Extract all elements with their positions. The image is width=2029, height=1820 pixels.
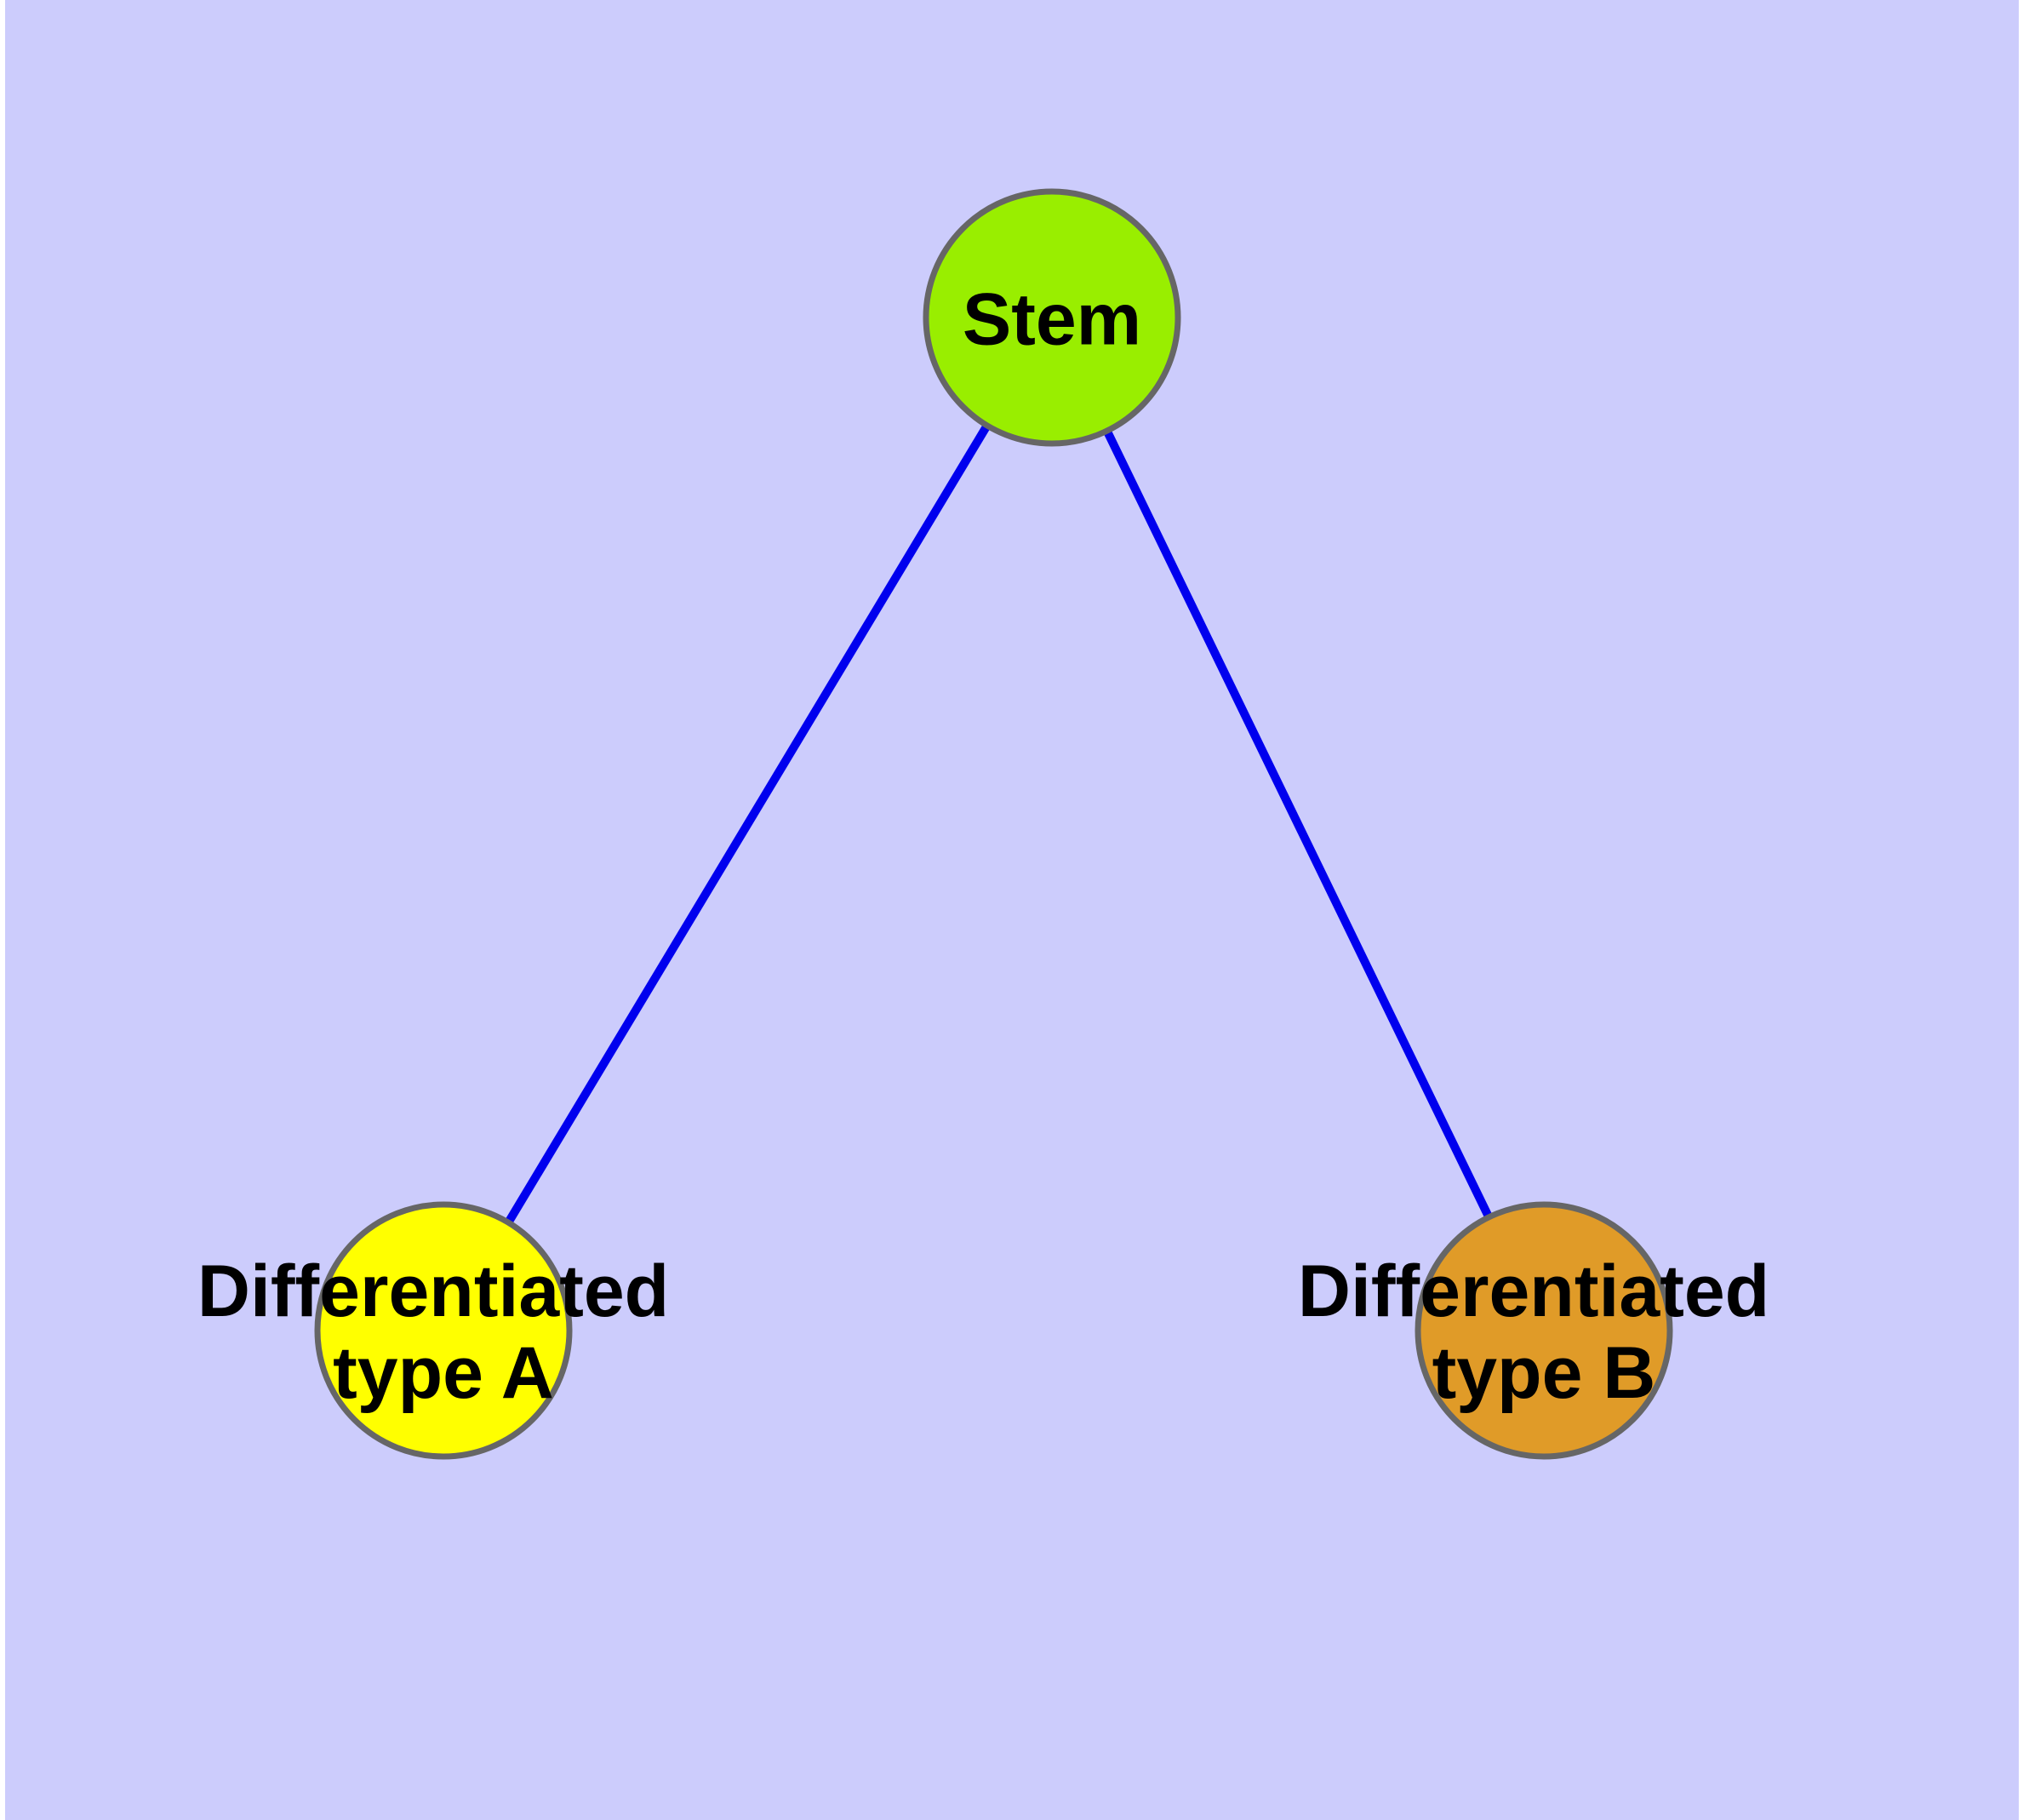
node-label-line: type B [1432,1332,1656,1414]
node-differentiated-type-b[interactable]: Differentiated type B [1298,1201,1790,1460]
node-label-differentiated-type-b: Differentiated type B [1298,1251,1790,1414]
node-circle-stem[interactable] [923,188,1181,447]
node-label-stem: Stem [963,279,1141,361]
edge-stem-to-differentiated-type-b[interactable] [1048,315,1548,1333]
node-circle-differentiated-type-a[interactable] [314,1201,573,1460]
node-differentiated-type-a[interactable]: Differentiated type A [197,1201,689,1460]
node-label-differentiated-type-a: Differentiated type A [197,1251,689,1414]
node-circle-differentiated-type-b[interactable] [1415,1201,1673,1460]
node-label-line: Differentiated [197,1251,669,1332]
node-label-line: type A [333,1332,554,1414]
node-layer: Stem Differentiated type A Differentiate… [197,188,1790,1460]
node-stem[interactable]: Stem [923,188,1181,447]
edge-stem-to-differentiated-type-a[interactable] [439,315,1056,1333]
node-label-line: Differentiated [1298,1251,1769,1332]
edge-layer [439,315,1548,1333]
